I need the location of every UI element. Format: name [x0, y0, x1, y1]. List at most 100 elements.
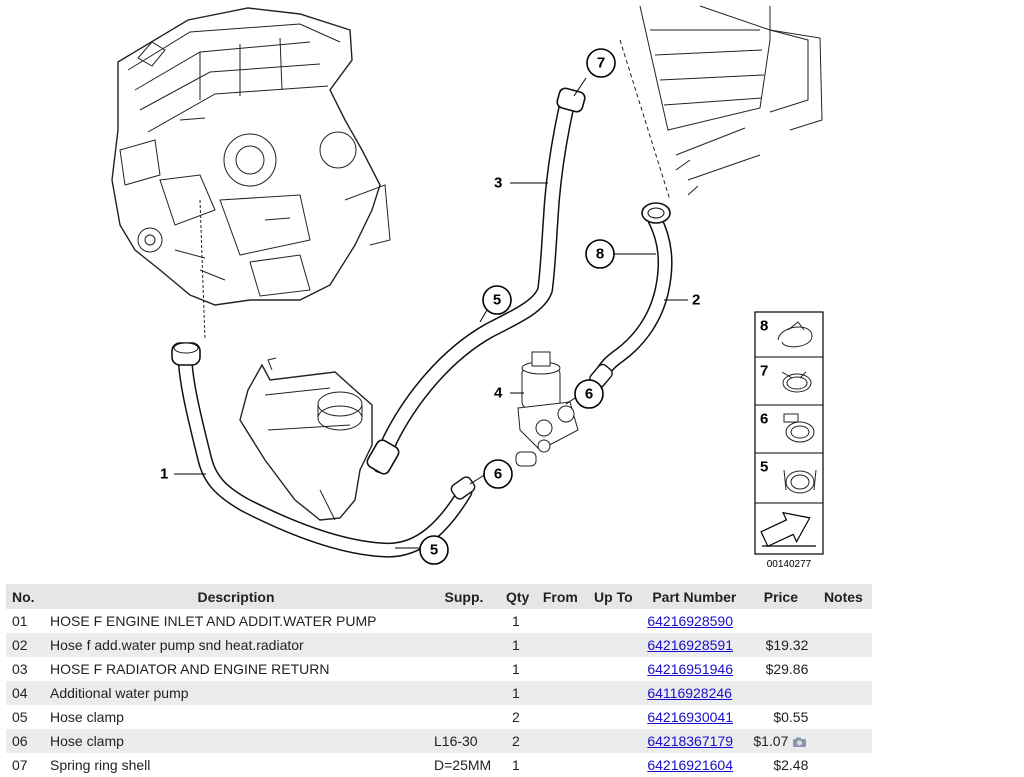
parts-table: No. Description Supp. Qty From Up To Par…	[6, 584, 873, 777]
col-header-no: No.	[6, 584, 44, 609]
table-row: 01 HOSE F ENGINE INLET AND ADDIT.WATER P…	[6, 609, 872, 633]
cell-no: 06	[6, 729, 44, 753]
cell-supp	[428, 609, 500, 633]
legend-item-6: 6	[760, 411, 815, 443]
table-row: 02 Hose f add.water pump snd heat.radiat…	[6, 633, 873, 657]
col-header-qty: Qty	[500, 584, 536, 609]
cell-part-number: 64216928591	[641, 633, 748, 657]
cell-price: $2.48	[773, 757, 809, 773]
callout-6-right: 6	[574, 379, 604, 409]
part-number-link[interactable]: 64216921604	[647, 757, 733, 773]
cell-no: 01	[12, 613, 28, 629]
cell-price: $1.07	[747, 729, 815, 753]
cell-description: Additional water pump	[44, 681, 428, 705]
callout-5-upper: 5	[482, 285, 512, 315]
cell-upto	[585, 705, 641, 729]
cell-from	[535, 729, 586, 753]
cell-no: 02	[6, 633, 44, 657]
cell-notes	[814, 633, 873, 657]
svg-text:4: 4	[494, 385, 503, 402]
callout-5-lower: 5	[419, 535, 449, 565]
svg-text:6: 6	[760, 411, 768, 428]
callout-4: 4	[494, 385, 503, 402]
table-header-row: No. Description Supp. Qty From Up To Par…	[6, 584, 873, 609]
svg-text:7: 7	[760, 363, 768, 380]
cell-description: HOSE F RADIATOR AND ENGINE RETURN	[50, 661, 330, 677]
cell-from	[535, 753, 585, 777]
cell-supp: L16-30	[428, 729, 500, 753]
cell-part-number: 64218367179	[641, 729, 748, 753]
legend-item-7: 7	[760, 363, 812, 393]
callout-3: 3	[494, 175, 502, 192]
cell-description: Hose f add.water pump snd heat.radiator	[44, 633, 428, 657]
svg-text:6: 6	[585, 386, 593, 403]
camera-icon[interactable]	[792, 737, 808, 748]
cell-description: Spring ring shell	[50, 757, 151, 773]
svg-text:5: 5	[760, 459, 768, 476]
cell-part-number: 64116928246	[641, 681, 748, 705]
hose-3	[366, 87, 586, 475]
cell-part-number: 64216930041	[641, 705, 747, 729]
part-number-link[interactable]: 64218367179	[647, 733, 733, 749]
legend-item-5: 5	[760, 459, 817, 494]
part-number-link[interactable]: 64216951946	[647, 661, 733, 677]
cell-description: HOSE F ENGINE INLET AND ADDIT.WATER PUMP	[50, 613, 377, 629]
cell-qty: 1	[512, 661, 520, 677]
cell-no: 04	[6, 681, 44, 705]
cell-no: 03	[12, 661, 28, 677]
cell-notes	[814, 705, 872, 729]
water-pump-illustration	[515, 351, 579, 467]
hose-2	[589, 202, 673, 389]
table-row: 07 Spring ring shell D=25MM 1 6421692160…	[6, 753, 872, 777]
cell-price: $0.55	[773, 709, 809, 725]
cell-upto	[585, 681, 642, 705]
cell-from	[535, 609, 585, 633]
diagram-id-code: 00140277	[767, 559, 812, 570]
svg-text:2: 2	[692, 292, 700, 309]
part-number-link[interactable]: 64116928246	[647, 685, 732, 701]
part-number-link[interactable]: 64216928590	[647, 613, 733, 629]
svg-text:7: 7	[597, 55, 605, 72]
cell-description: Hose clamp	[50, 709, 124, 725]
engine-illustration	[111, 7, 391, 341]
cell-qty: 2	[500, 729, 536, 753]
cell-supp	[428, 657, 500, 681]
leader-lines	[174, 77, 688, 549]
cell-notes	[814, 681, 873, 705]
cell-part-number: 64216928590	[641, 609, 747, 633]
svg-text:8: 8	[596, 246, 604, 263]
cell-upto	[585, 753, 641, 777]
svg-text:5: 5	[493, 292, 501, 309]
hose-1	[171, 342, 476, 558]
col-header-notes: Notes	[814, 584, 873, 609]
col-header-description: Description	[44, 584, 428, 609]
cell-upto	[585, 729, 642, 753]
cell-supp	[428, 633, 500, 657]
cell-upto	[585, 657, 641, 681]
cell-from	[535, 633, 586, 657]
table-row: 04 Additional water pump 1 64116928246	[6, 681, 873, 705]
svg-text:1: 1	[160, 466, 168, 483]
cell-notes	[814, 729, 873, 753]
cell-qty: 1	[512, 757, 520, 773]
cell-qty: 1	[500, 681, 536, 705]
col-header-part-number: Part Number	[641, 584, 748, 609]
svg-text:5: 5	[430, 542, 438, 559]
legend-arrow-icon	[760, 511, 816, 548]
cell-from	[535, 705, 585, 729]
callout-1: 1	[160, 466, 168, 483]
callout-2: 2	[692, 292, 700, 309]
table-row: 06 Hose clamp L16-30 2 64218367179 $1.07	[6, 729, 873, 753]
cell-from	[535, 657, 585, 681]
col-header-price: Price	[747, 584, 815, 609]
part-number-link[interactable]: 64216928591	[647, 637, 733, 653]
cell-supp	[428, 705, 500, 729]
cell-notes	[814, 753, 872, 777]
callout-8: 8	[585, 239, 615, 269]
cell-qty: 1	[512, 613, 520, 629]
part-number-link[interactable]: 64216930041	[647, 709, 733, 725]
cell-supp	[428, 681, 500, 705]
cell-part-number: 64216951946	[641, 657, 747, 681]
callout-6-lower: 6	[483, 459, 513, 489]
legend-item-8: 8	[760, 318, 813, 348]
